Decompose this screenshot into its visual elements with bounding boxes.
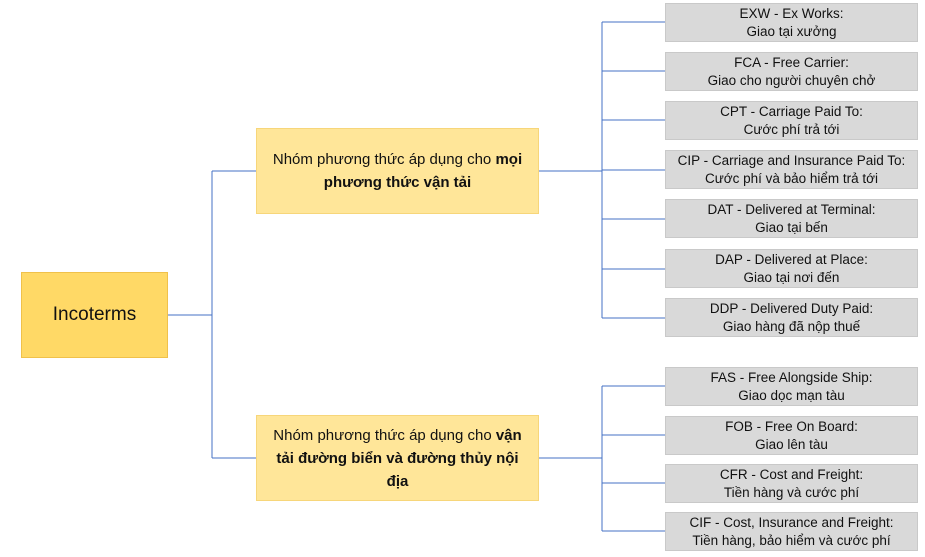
term-node-cfr: CFR - Cost and Freight: Tiền hàng và cướ… <box>665 464 918 503</box>
term-meaning: Giao cho người chuyên chở <box>707 72 876 88</box>
term-code: DAP - Delivered at Place: <box>715 251 868 267</box>
term-code: DAT - Delivered at Terminal: <box>707 201 876 217</box>
term-node-ddp: DDP - Delivered Duty Paid: Giao hàng đã … <box>665 298 918 337</box>
term-code: CIF - Cost, Insurance and Freight: <box>689 514 894 530</box>
term-node-fca: FCA - Free Carrier: Giao cho người chuyê… <box>665 52 918 91</box>
group-1-emphasis: mọi phương thức vận tải <box>323 151 523 191</box>
term-node-fob: FOB - Free On Board: Giao lên tàu <box>665 416 918 455</box>
term-node-exw: EXW - Ex Works: Giao tại xưởng <box>665 3 918 42</box>
term-meaning: Cước phí trả tới <box>743 121 840 137</box>
group-1-prefix: Nhóm phương thức áp dụng cho <box>272 151 496 168</box>
term-meaning: Giao hàng đã nộp thuế <box>722 318 861 334</box>
term-meaning: Giao tại xưởng <box>746 23 837 39</box>
term-meaning: Cước phí và bảo hiểm trả tới <box>704 170 879 186</box>
term-node-dap: DAP - Delivered at Place: Giao tại nơi đ… <box>665 249 918 288</box>
term-meaning: Tiền hàng, bảo hiểm và cước phí <box>692 532 891 548</box>
group-2-prefix: Nhóm phương thức áp dụng cho <box>273 426 496 444</box>
incoterms-root-node: Incoterms <box>21 272 168 358</box>
term-code: FCA - Free Carrier: <box>734 54 849 70</box>
term-node-cip: CIP - Carriage and Insurance Paid To: Cư… <box>665 150 918 189</box>
connector-group-2-to-terms <box>539 385 665 532</box>
term-code: FOB - Free On Board: <box>725 418 858 434</box>
term-meaning: Giao tại nơi đến <box>743 269 840 285</box>
term-meaning: Tiền hàng và cước phí <box>723 484 860 500</box>
root-label: Incoterms <box>52 304 137 325</box>
term-node-cif: CIF - Cost, Insurance and Freight: Tiền … <box>665 512 918 551</box>
term-meaning: Giao dọc mạn tàu <box>738 387 845 403</box>
term-code: FAS - Free Alongside Ship: <box>710 369 873 385</box>
group-sea-inland-water-node: Nhóm phương thức áp dụng cho vận tải đườ… <box>256 415 539 501</box>
term-node-fas: FAS - Free Alongside Ship: Giao dọc mạn … <box>665 367 918 406</box>
term-code: DDP - Delivered Duty Paid: <box>709 300 874 316</box>
group-2-emphasis: vận tải đường biển và đường thủy nội địa <box>276 426 522 490</box>
term-code: CIP - Carriage and Insurance Paid To: <box>677 152 906 168</box>
term-code: EXW - Ex Works: <box>739 5 844 21</box>
term-meaning: Giao lên tàu <box>755 436 828 452</box>
group-all-transport-node: Nhóm phương thức áp dụng cho mọi phương … <box>256 128 539 214</box>
term-node-cpt: CPT - Carriage Paid To: Cước phí trả tới <box>665 101 918 140</box>
term-meaning: Giao tại bến <box>755 219 828 235</box>
term-code: CPT - Carriage Paid To: <box>720 103 863 119</box>
term-node-dat: DAT - Delivered at Terminal: Giao tại bế… <box>665 199 918 238</box>
connector-root-to-groups <box>168 170 256 459</box>
connector-group-1-to-terms <box>539 21 665 319</box>
term-code: CFR - Cost and Freight: <box>719 466 864 482</box>
